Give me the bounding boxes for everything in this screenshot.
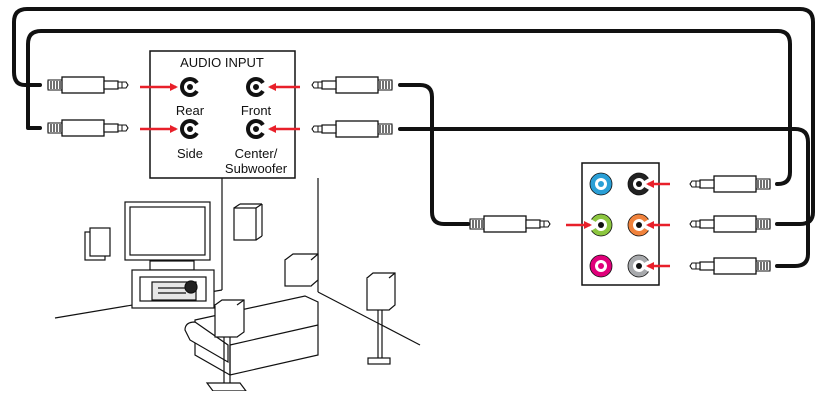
panel-arrows [140,83,300,133]
board-jack-green [589,213,613,237]
side-input-jack [180,119,202,139]
plug-rear [47,76,129,94]
center-label-line2: Subwoofer [225,161,288,176]
cable-rear [12,7,815,226]
cables [12,7,815,268]
cable-front [398,83,470,226]
audio-input-panel: AUDIO INPUT Rear F [149,50,296,179]
cable-side [26,29,792,186]
tv-cabinet-icon [131,269,215,309]
front-label: Front [241,103,272,118]
plug-board-gray [689,257,771,275]
board-jack-pink [589,254,613,278]
center-label-line1: Center/ [235,146,278,161]
room-illustration [54,178,421,392]
plug-board-black [689,175,771,193]
side-label: Side [177,146,203,161]
cable-center [398,127,810,268]
panel-title: AUDIO INPUT [180,55,264,70]
rear-label: Rear [176,103,205,118]
plug-center [311,120,393,138]
rear-input-jack [180,77,202,97]
front-input-jack [246,77,268,97]
speaker-front-left-icon [84,227,111,261]
plug-board-green [469,215,551,233]
plugs [47,76,771,275]
speaker-front-right-icon [233,203,263,241]
subwoofer-icon [284,253,319,287]
board-audio-panel [581,162,660,286]
plug-side [47,119,129,137]
plug-board-orange [689,215,771,233]
speaker-rear-right-icon [366,272,396,365]
speaker-rear-left-icon [205,299,248,392]
center-input-jack [246,119,268,139]
plug-front [311,76,393,94]
board-arrows [566,180,670,270]
board-jack-blue [589,172,613,196]
tv-icon [124,201,211,271]
